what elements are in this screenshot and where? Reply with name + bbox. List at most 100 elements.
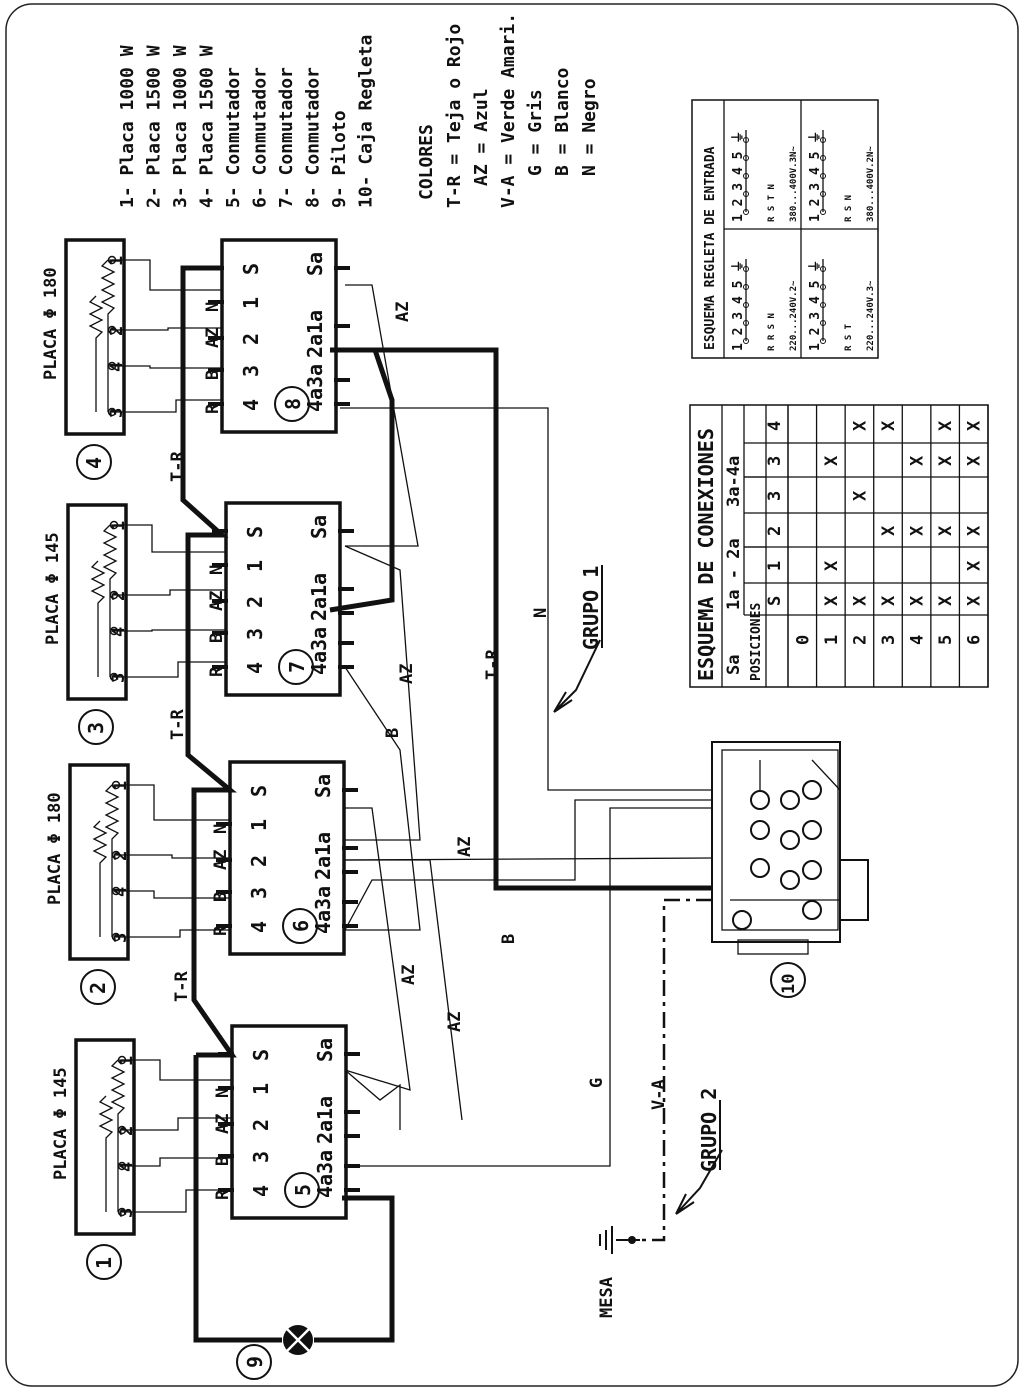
wire-color-letter: N: [203, 302, 223, 312]
position-mark: X: [908, 595, 928, 606]
switch-terminal: 3a: [303, 364, 327, 388]
switch-terminal: 1a: [313, 1096, 337, 1120]
pilot-lamp: [283, 1325, 313, 1355]
switch-terminal: 4a: [307, 651, 331, 675]
label-az-1: AZ: [393, 302, 413, 322]
plate-number: 2: [86, 982, 110, 994]
regleta-phases: R S T: [844, 323, 854, 351]
switch-terminal: 3: [247, 887, 271, 899]
legend-item: 2- Placa 1500 W: [144, 45, 165, 208]
position-mark: X: [822, 595, 842, 606]
wire-color-letter: N: [207, 565, 227, 575]
label-tr-1: T-R: [168, 451, 188, 482]
regleta-voltage: 380...400V.2N~: [866, 146, 876, 222]
switch-terminal: 2: [239, 333, 263, 345]
switch-terminal: Sa: [313, 1038, 337, 1062]
plate-terminal: 2: [117, 1126, 137, 1136]
grupo2-arrow: [675, 1149, 723, 1215]
switch-terminal: Sa: [307, 515, 331, 539]
wire-color-letter: N: [213, 1088, 233, 1098]
wire-color-letter: AZ: [207, 591, 227, 611]
position-mark: X: [936, 525, 956, 536]
position-mark: X: [965, 595, 985, 606]
position-mark: X: [965, 560, 985, 571]
color-item: G = Gris: [525, 89, 546, 176]
label-mesa: MESA: [597, 1277, 617, 1318]
group-header: Sa: [724, 655, 744, 675]
connections-title: ESQUEMA DE CONEXIONES: [694, 428, 718, 681]
wire-az-3: [344, 807, 411, 1091]
plate-terminal: 1: [107, 256, 127, 266]
legend-item: 5- Conmutador: [223, 67, 244, 208]
switch-terminal: 2: [249, 1119, 273, 1131]
position-mark: X: [850, 420, 870, 431]
wires: [180, 265, 723, 1343]
wire-va: [640, 898, 712, 1242]
legend-item: 10- Caja Regleta: [356, 35, 377, 208]
position-mark: X: [936, 420, 956, 431]
plate-terminal: 3: [109, 673, 129, 683]
legend-item: 6- Conmutador: [250, 67, 271, 208]
wire-pilot-loop: [193, 1055, 395, 1343]
plate-terminal: 2: [111, 851, 131, 861]
plate-label: PLACA Φ 145: [43, 532, 63, 645]
plate-terminal: 4: [109, 627, 129, 637]
color-item: B = Blanco: [552, 68, 573, 176]
switch-terminal: S: [239, 263, 263, 275]
label-tr-3: T-R: [172, 971, 192, 1002]
plate-terminal: 1: [117, 1056, 137, 1066]
color-item: T-R = Teja o Rojo: [444, 24, 465, 208]
wire-color-letter: R: [203, 403, 223, 414]
label-az-2: AZ: [397, 664, 417, 684]
position-mark: X: [879, 420, 899, 431]
legend-item: 3- Placa 1000 W: [170, 45, 191, 208]
switch-terminal: 3: [239, 365, 263, 377]
switch-terminal: Sa: [303, 252, 327, 276]
position-mark: X: [822, 560, 842, 571]
wire-color-letter: N: [211, 824, 231, 834]
position-mark: X: [879, 525, 899, 536]
label-n: N: [531, 608, 551, 618]
position-mark: X: [965, 455, 985, 466]
wire-color-letter: B: [207, 633, 227, 643]
label-g: G: [587, 1078, 607, 1088]
wire-color-letter: R: [207, 666, 227, 677]
switch-terminal: 1: [249, 1083, 273, 1095]
grupo1-arrow: [553, 639, 601, 713]
plate-label: PLACA Φ 145: [51, 1067, 71, 1180]
junction-box: [711, 741, 869, 955]
wire-az-5: [344, 857, 713, 861]
plate-terminal: 1: [111, 781, 131, 791]
switch-terminal: 4: [239, 399, 263, 411]
label-grupo1: GRUPO 1: [579, 566, 603, 650]
plate-label: PLACA Φ 180: [41, 267, 61, 380]
wire-sa-loop: [344, 1069, 401, 1130]
regleta-phases: R R S N: [767, 313, 777, 351]
legend-item: 1- Placa 1000 W: [117, 45, 138, 208]
switch-terminal: S: [247, 785, 271, 797]
switch-number: 7: [285, 661, 309, 673]
regleta-voltage: 220...240V.2~: [789, 280, 799, 351]
switch-terminal: 2a: [313, 1120, 337, 1144]
switch-terminal: 2a: [311, 856, 335, 880]
sub-header: 3: [765, 491, 785, 501]
sub-header: 3: [765, 456, 785, 466]
position-label: 6: [965, 635, 985, 645]
switch-terminal: 1: [247, 819, 271, 831]
label-az-4: AZ: [399, 965, 419, 985]
sub-header: S: [765, 596, 785, 606]
wire-color-letter: R: [213, 1189, 233, 1200]
regleta-voltage: 380...400V.3N~: [789, 146, 799, 222]
position-mark: X: [850, 490, 870, 501]
sub-header: 4: [765, 421, 785, 431]
switch-terminal: 1: [243, 560, 267, 572]
switch-terminal: 3: [243, 628, 267, 640]
wire-color-letter: B: [213, 1156, 233, 1166]
page-border: [5, 3, 1019, 1387]
plate-terminal: 2: [107, 326, 127, 336]
color-item: AZ = Azul: [471, 88, 492, 186]
plate-number: 4: [82, 457, 106, 469]
